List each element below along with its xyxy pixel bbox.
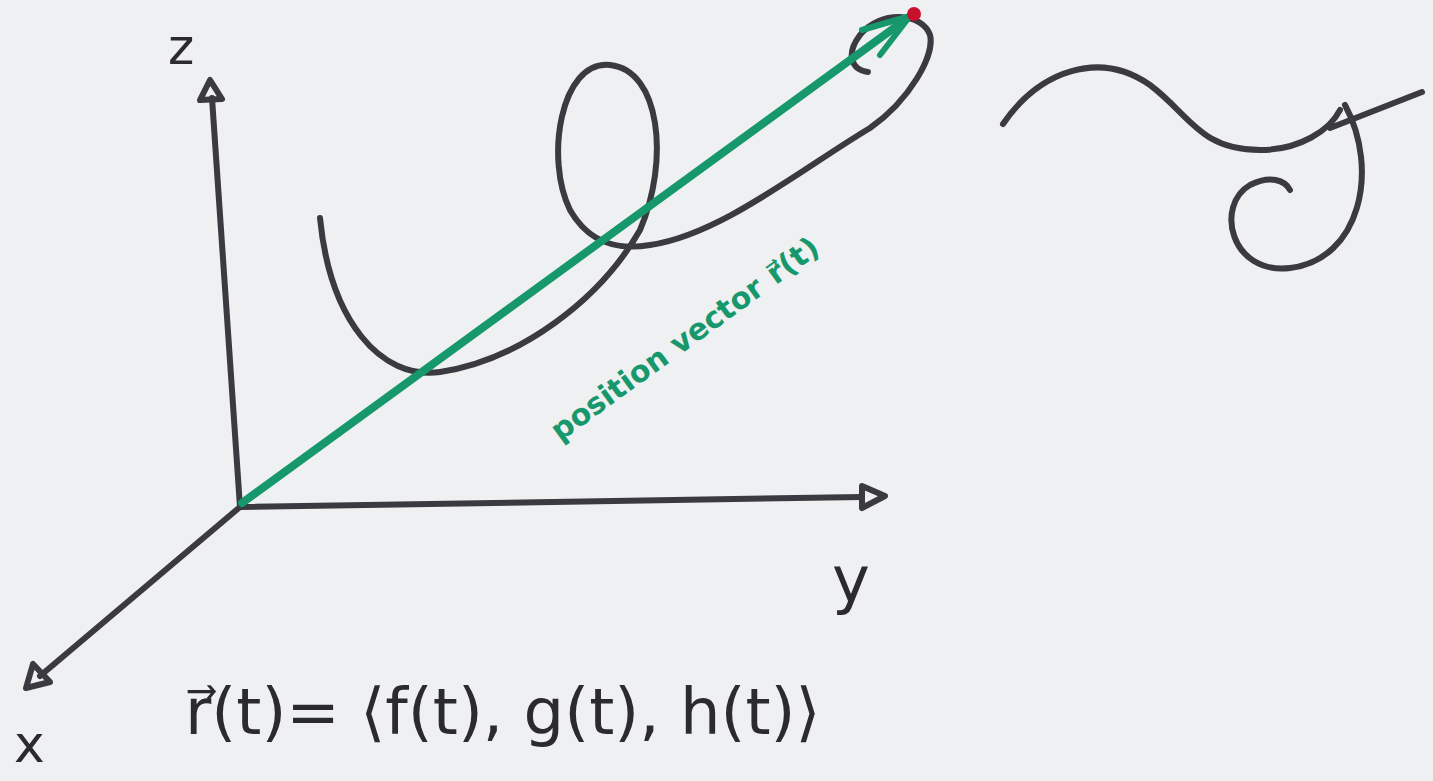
axis-label: x xyxy=(14,718,45,770)
vector-function: r⃗(t)= ⟨f(t), g(t), h(t)⟩ xyxy=(185,680,820,744)
x-arrowhead xyxy=(26,664,50,688)
vector-arrowhead xyxy=(862,16,910,55)
vector-caption-text: position vector xyxy=(544,269,771,447)
sketch-dash xyxy=(1330,92,1422,128)
axis-label: z xyxy=(168,22,194,72)
curve-point xyxy=(907,7,921,21)
axis-label: y xyxy=(832,548,870,612)
vector-symbol: r⃗(t) xyxy=(760,229,826,291)
x-axis xyxy=(40,507,240,676)
y-arrowhead xyxy=(862,486,885,508)
z-axis xyxy=(212,98,240,507)
sketch-curve xyxy=(1231,105,1361,268)
position-vector xyxy=(242,20,905,503)
y-axis xyxy=(240,497,862,507)
vector-caption: position vectorr⃗(t) xyxy=(544,229,826,447)
sketch-curve xyxy=(1003,68,1340,150)
z-arrowhead xyxy=(200,80,222,100)
